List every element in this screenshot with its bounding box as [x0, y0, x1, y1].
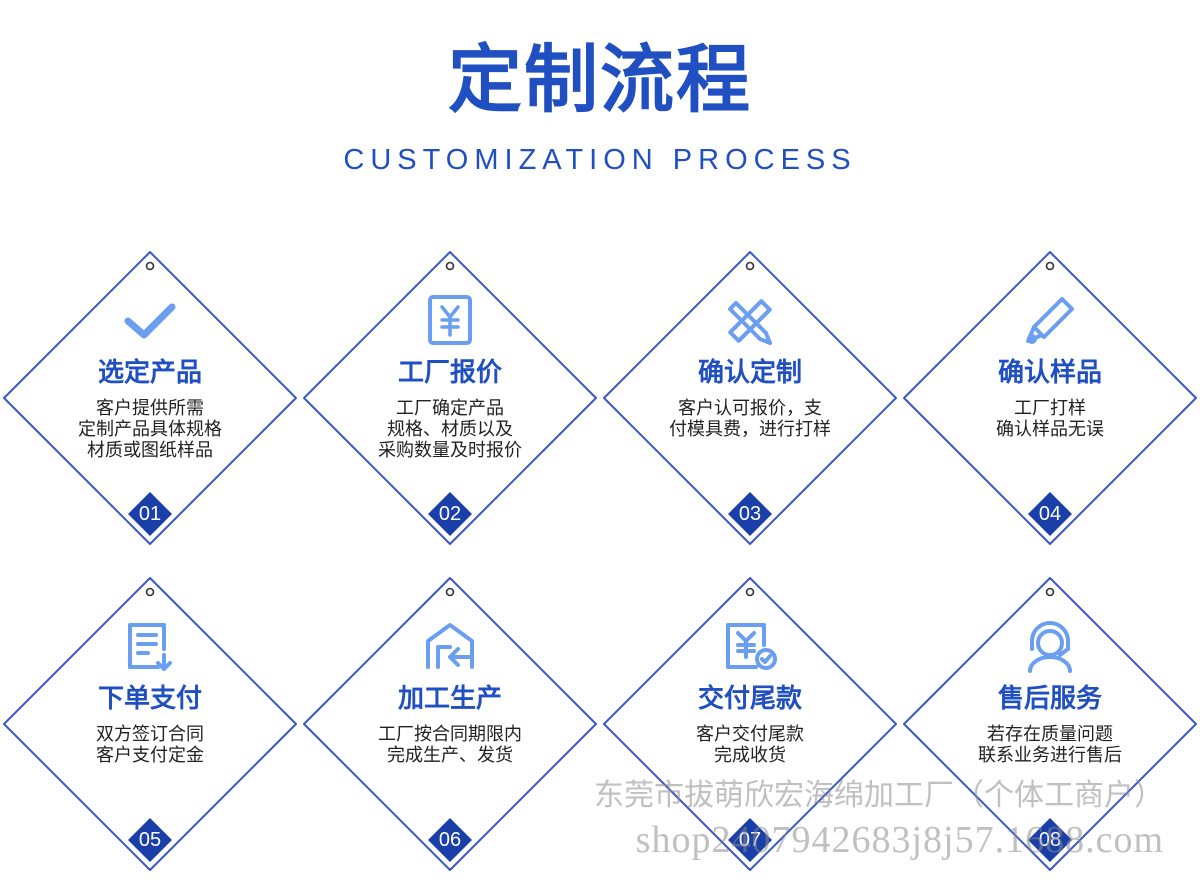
watermark-url: shop2407942683j8j57.1688.com [635, 819, 1164, 861]
card-frame [903, 577, 1197, 871]
step-number: 05 [138, 829, 162, 851]
step-description-line: 联系业务进行售后 [978, 745, 1122, 766]
step-number: 03 [738, 503, 762, 525]
step-number: 01 [138, 503, 162, 525]
pencil-ruler-icon [718, 293, 782, 347]
page-subtitle: CUSTOMIZATION PROCESS [343, 144, 857, 176]
card-frame [3, 577, 297, 871]
process-step-card: 工厂报价工厂确定产品规格、材质以及采购数量及时报价 02 [300, 248, 600, 548]
step-description-line: 客户提供所需 [96, 398, 204, 419]
step-number: 07 [738, 829, 762, 851]
step-description-line: 规格、材质以及 [387, 419, 513, 440]
step-number: 08 [1038, 829, 1062, 851]
step-description-line: 工厂按合同期限内 [378, 724, 522, 745]
process-step-card: 下单支付双方签订合同客户支付定金 05 [0, 574, 300, 874]
step-description: 客户提供所需定制产品具体规格材质或图纸样品 [50, 398, 250, 461]
step-number: 06 [438, 829, 462, 851]
step-description-line: 客户支付定金 [96, 745, 204, 766]
step-description: 客户交付尾款完成收货 [650, 724, 850, 766]
step-description-line: 工厂打样 [1014, 398, 1086, 419]
step-description-line: 完成收货 [714, 745, 786, 766]
check-icon [118, 293, 182, 347]
card-frame [603, 577, 897, 871]
step-description-line: 材质或图纸样品 [87, 440, 213, 461]
hang-hole-icon [145, 587, 155, 597]
number-badge [1028, 818, 1072, 862]
pen-icon [1018, 293, 1082, 347]
step-title: 工厂报价 [397, 358, 502, 388]
hang-hole-icon [745, 261, 755, 271]
card-frame [3, 251, 297, 545]
process-step-card: 交付尾款客户交付尾款完成收货 07 [600, 574, 900, 874]
process-step-card: 加工生产工厂按合同期限内完成生产、发货 06 [300, 574, 600, 874]
number-badge [428, 492, 472, 536]
payment-check-icon [718, 619, 782, 673]
hang-hole-icon [745, 587, 755, 597]
card-frame [303, 577, 597, 871]
step-description-line: 付模具费，进行打样 [669, 419, 831, 440]
step-description: 工厂按合同期限内完成生产、发货 [350, 724, 550, 766]
step-description-line: 工厂确定产品 [396, 398, 504, 419]
card-frame [903, 251, 1197, 545]
customer-service-icon [1018, 619, 1082, 673]
card-frame [603, 251, 897, 545]
order-document-icon [118, 619, 182, 673]
step-title: 选定产品 [97, 358, 202, 388]
step-title: 交付尾款 [697, 684, 802, 714]
step-description-line: 若存在质量问题 [987, 724, 1113, 745]
yuan-document-icon [418, 293, 482, 347]
hang-hole-icon [445, 261, 455, 271]
step-title: 确认样品 [997, 358, 1102, 388]
step-title: 加工生产 [397, 684, 502, 714]
process-step-card: 确认定制客户认可报价，支付模具费，进行打样 03 [600, 248, 900, 548]
warehouse-icon [418, 619, 482, 673]
step-description-line: 完成生产、发货 [387, 745, 513, 766]
step-description-line: 客户交付尾款 [696, 724, 804, 745]
step-description-line: 确认样品无误 [996, 419, 1104, 440]
step-title: 下单支付 [97, 684, 202, 714]
number-badge [728, 492, 772, 536]
step-description-line: 采购数量及时报价 [378, 440, 522, 461]
step-title: 售后服务 [997, 684, 1102, 714]
hang-hole-icon [145, 261, 155, 271]
number-badge [428, 818, 472, 862]
number-badge [1028, 492, 1072, 536]
hang-hole-icon [1045, 261, 1055, 271]
hang-hole-icon [1045, 587, 1055, 597]
page-title: 定制流程 [448, 37, 752, 123]
number-badge [128, 818, 172, 862]
step-description: 双方签订合同客户支付定金 [50, 724, 250, 766]
step-description: 工厂打样确认样品无误 [950, 398, 1150, 440]
number-badge [728, 818, 772, 862]
watermark-company: 东莞市拔萌欣宏海绵加工厂（个体工商户） [594, 779, 1164, 812]
step-title: 确认定制 [697, 358, 802, 388]
step-description: 客户认可报价，支付模具费，进行打样 [650, 398, 850, 440]
process-step-card: 确认样品工厂打样确认样品无误 04 [900, 248, 1200, 548]
card-frame [303, 251, 597, 545]
process-step-card: 售后服务若存在质量问题联系业务进行售后 08 [900, 574, 1200, 874]
step-description-line: 定制产品具体规格 [78, 419, 222, 440]
step-description-line: 客户认可报价，支 [678, 398, 822, 419]
step-description: 工厂确定产品规格、材质以及采购数量及时报价 [350, 398, 550, 461]
step-number: 02 [438, 503, 462, 525]
step-description: 若存在质量问题联系业务进行售后 [950, 724, 1150, 766]
hang-hole-icon [445, 587, 455, 597]
step-number: 04 [1038, 503, 1062, 525]
process-step-card: 选定产品客户提供所需定制产品具体规格材质或图纸样品 01 [0, 248, 300, 548]
step-description-line: 双方签订合同 [96, 724, 204, 745]
number-badge [128, 492, 172, 536]
